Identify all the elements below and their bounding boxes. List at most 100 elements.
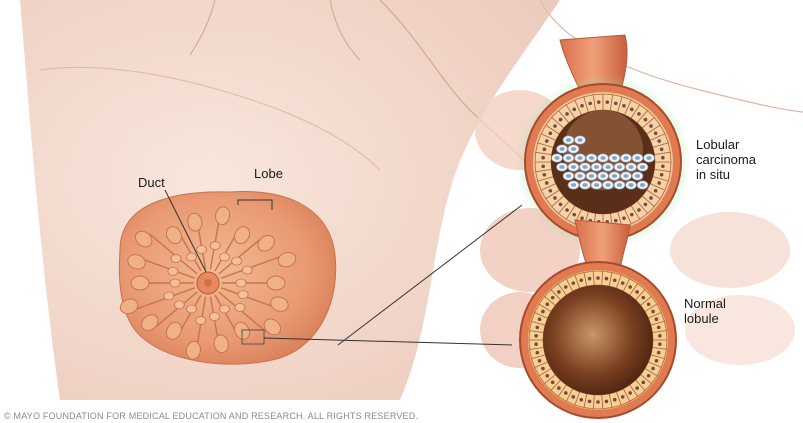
lcis-label-line-3: in situ (696, 167, 786, 182)
atypical-nucleus (600, 174, 605, 178)
cell-nucleus (565, 208, 569, 212)
atypical-nucleus (566, 138, 571, 142)
atypical-nucleus (628, 183, 633, 187)
cell-nucleus (564, 285, 568, 289)
cell-nucleus (630, 108, 634, 112)
cell-nucleus (546, 374, 550, 378)
atypical-nucleus (628, 165, 633, 169)
cell-nucleus (651, 310, 655, 314)
cell-nucleus (647, 374, 651, 378)
cell-nucleus (588, 277, 592, 281)
cell-nucleus (546, 302, 550, 306)
cell-nucleus (588, 102, 592, 106)
cell-nucleus (654, 189, 658, 193)
cell-nucleus (660, 173, 664, 177)
cell-nucleus (553, 196, 557, 200)
cell-nucleus (660, 147, 664, 151)
atypical-nucleus (566, 156, 571, 160)
cell-nucleus (541, 367, 545, 371)
lobe-cluster (174, 301, 184, 309)
atypical-nucleus (594, 165, 599, 169)
cell-nucleus (661, 156, 665, 160)
atypical-nucleus (605, 183, 610, 187)
atypical-nucleus (635, 156, 640, 160)
cell-nucleus (658, 334, 662, 338)
cell-nucleus (642, 381, 646, 385)
cell-nucleus (545, 139, 549, 143)
lcis-label-line-1: Lobular (696, 137, 786, 152)
atypical-nucleus (571, 165, 576, 169)
cell-nucleus (549, 131, 553, 135)
cell-nucleus (551, 381, 555, 385)
atypical-nucleus (635, 174, 640, 178)
cell-nucleus (580, 216, 584, 220)
atypical-nucleus (582, 183, 587, 187)
normal-label-line-1: Normal (684, 296, 774, 311)
cell-nucleus (543, 147, 547, 151)
cell-nucleus (596, 276, 600, 280)
lobe-cluster (171, 255, 181, 263)
atypical-nucleus (577, 156, 582, 160)
cell-nucleus (657, 326, 661, 330)
cell-nucleus (637, 208, 641, 212)
cell-nucleus (538, 317, 542, 321)
atypical-nucleus (646, 156, 651, 160)
cell-nucleus (605, 277, 609, 281)
atypical-nucleus (612, 174, 617, 178)
lobe-cluster (242, 266, 252, 274)
lobe-cluster (131, 276, 149, 290)
lobe-cluster (238, 291, 248, 299)
lobe-cluster (197, 246, 207, 254)
cell-nucleus (596, 400, 600, 404)
cell-nucleus (534, 342, 538, 346)
cell-nucleus (535, 351, 539, 355)
cell-nucleus (538, 359, 542, 363)
lcis-lobule (515, 35, 691, 250)
cell-nucleus (534, 334, 538, 338)
cell-nucleus (654, 131, 658, 135)
cell-nucleus (579, 398, 583, 402)
cell-nucleus (557, 290, 561, 294)
cell-nucleus (549, 189, 553, 193)
atypical-nucleus (582, 165, 587, 169)
cell-nucleus (579, 278, 583, 282)
cell-nucleus (661, 164, 665, 168)
lobe-cluster (235, 303, 245, 311)
atypical-nucleus (640, 183, 645, 187)
atypical-nucleus (589, 174, 594, 178)
cell-nucleus (637, 112, 641, 116)
cell-nucleus (559, 118, 563, 122)
cell-nucleus (535, 326, 539, 330)
copyright-notice: © MAYO FOUNDATION FOR MEDICAL EDUCATION … (4, 411, 418, 421)
lobe-cluster (236, 279, 246, 287)
cell-nucleus (655, 317, 659, 321)
lobe-cluster (164, 292, 174, 300)
torso-skin (0, 0, 803, 400)
cell-nucleus (621, 395, 625, 399)
cell-nucleus (605, 100, 609, 104)
cell-nucleus (605, 400, 609, 404)
atypical-nucleus (623, 156, 628, 160)
cell-nucleus (644, 203, 648, 207)
atypical-nucleus (617, 183, 622, 187)
lobe-label: Lobe (254, 166, 283, 181)
lobe-cluster (267, 276, 285, 290)
lobe-cluster (187, 253, 197, 261)
atypical-nucleus (571, 147, 576, 151)
cell-nucleus (565, 112, 569, 116)
cell-nucleus (635, 290, 639, 294)
cell-nucleus (622, 104, 626, 108)
cell-nucleus (657, 351, 661, 355)
cell-nucleus (657, 139, 661, 143)
cell-nucleus (571, 395, 575, 399)
lobe-cluster (168, 267, 178, 275)
cell-nucleus (559, 203, 563, 207)
cell-nucleus (655, 359, 659, 363)
cell-nucleus (541, 156, 545, 160)
atypical-nucleus (605, 165, 610, 169)
normal-lumen (543, 285, 653, 395)
atypical-nucleus (577, 174, 582, 178)
cell-nucleus (644, 118, 648, 122)
atypical-nucleus (566, 174, 571, 178)
cell-nucleus (545, 181, 549, 185)
